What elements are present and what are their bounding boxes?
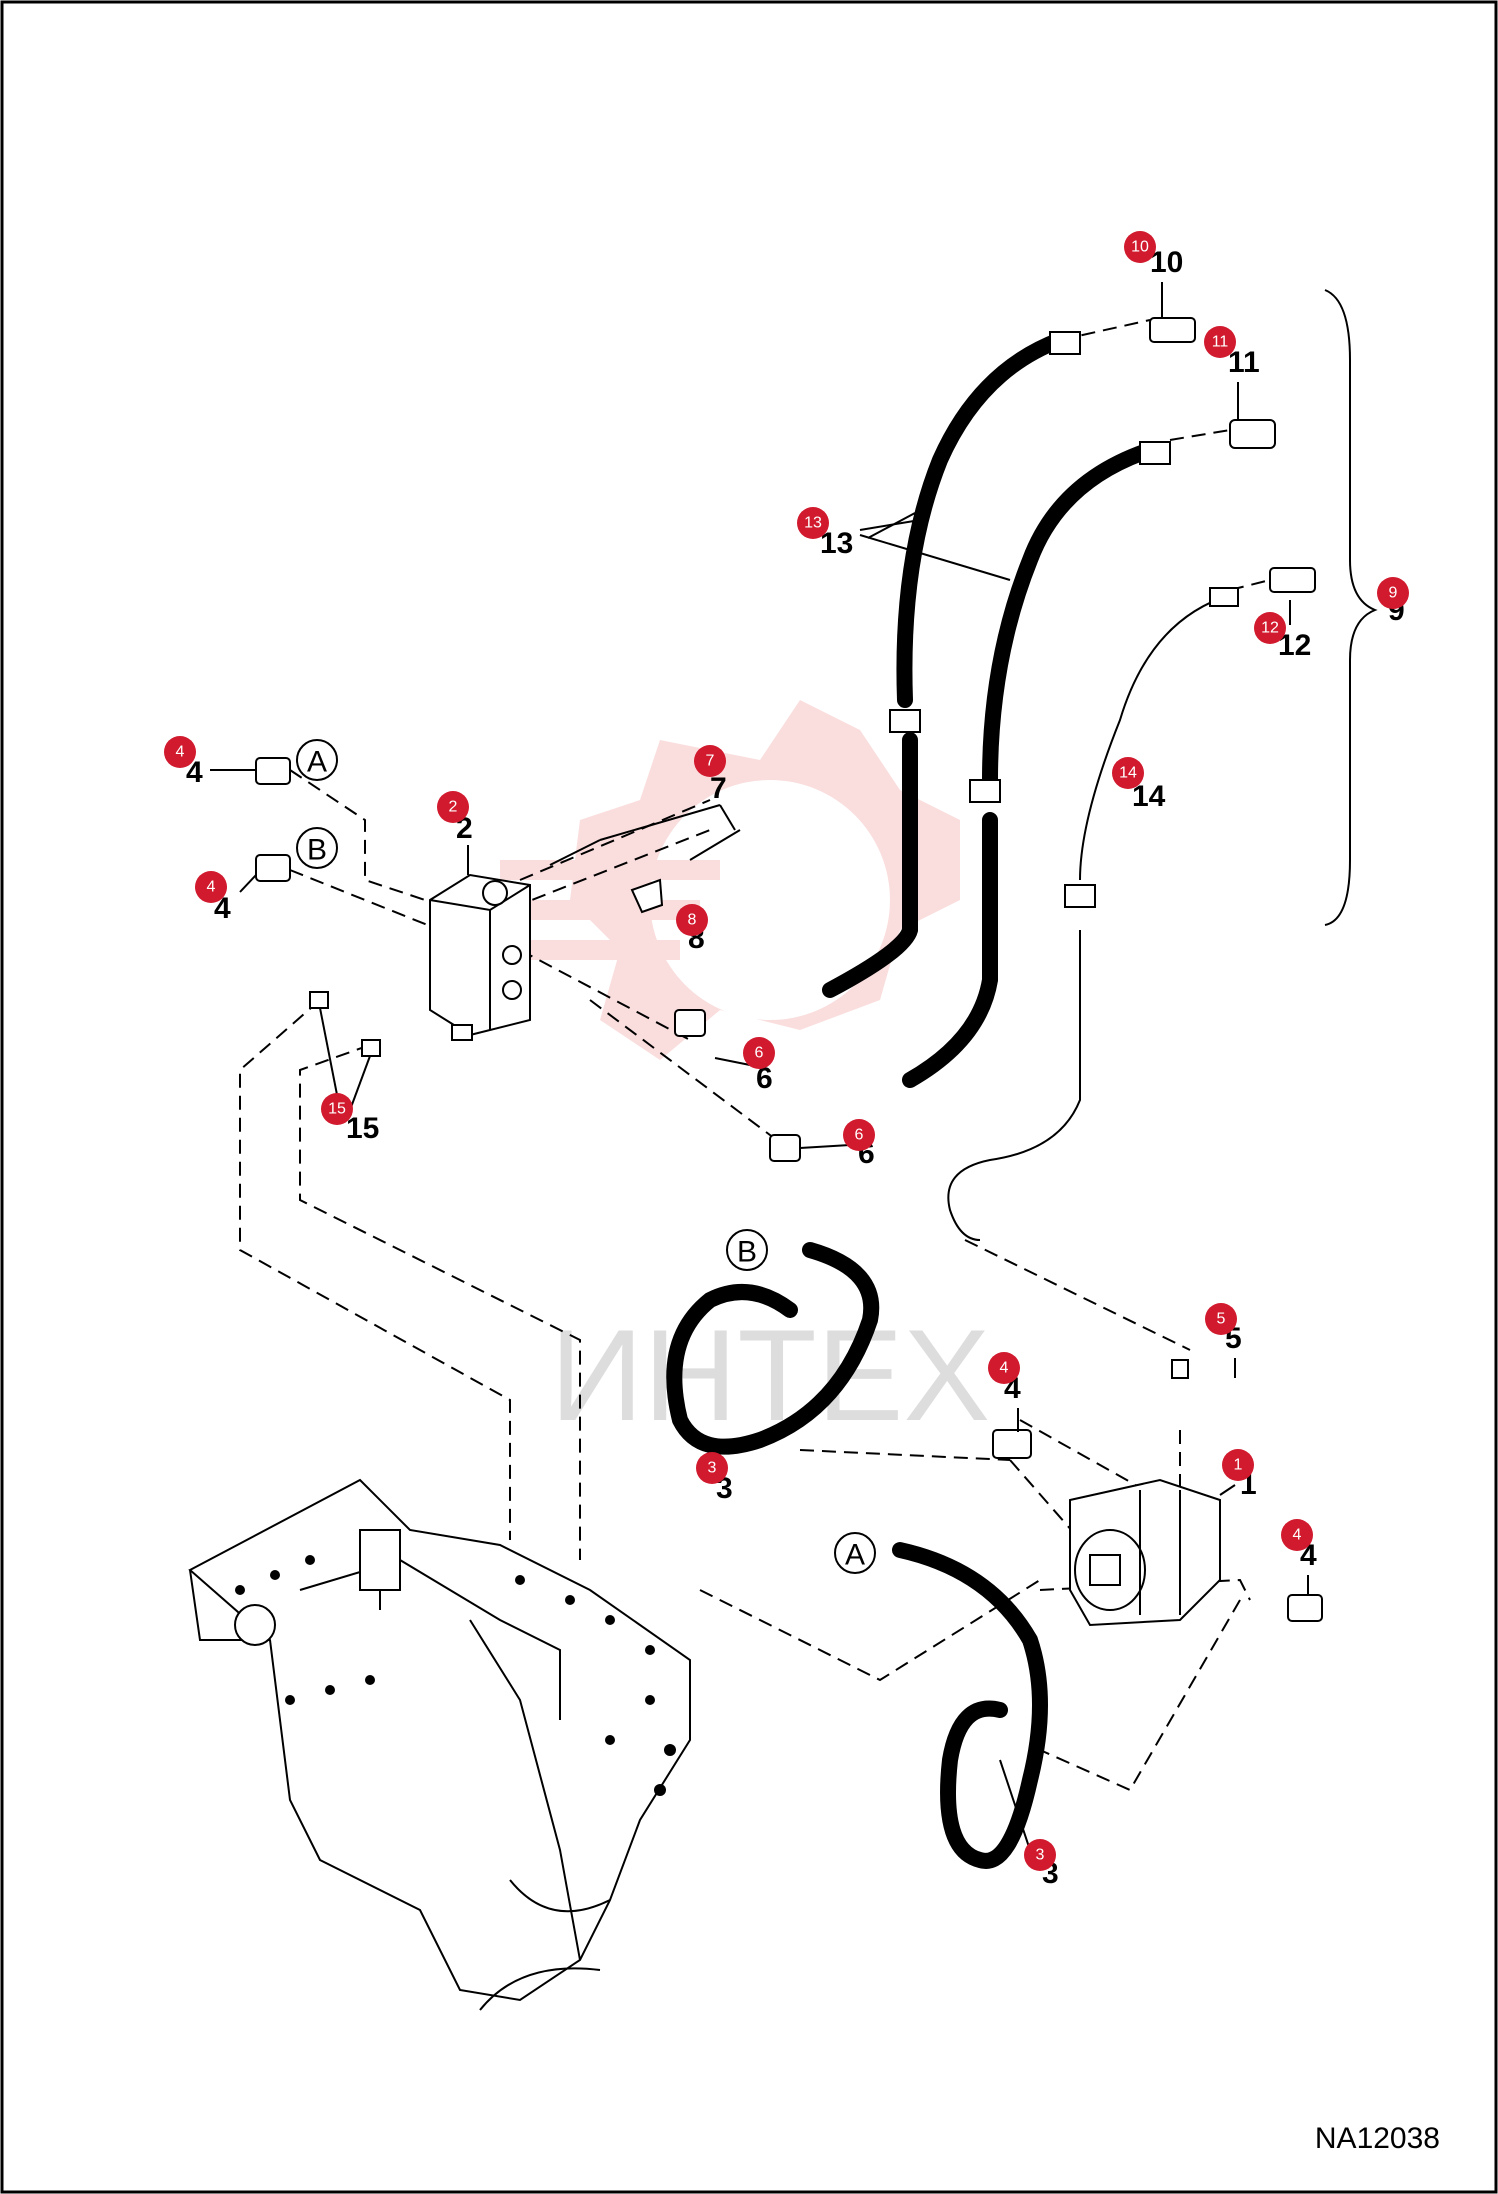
hose-end-12: [1209, 587, 1239, 607]
adapters: [255, 757, 1323, 1622]
watermark-logo: [500, 700, 960, 1060]
svg-text:4: 4: [176, 744, 185, 761]
hose-3-lower: [892, 1542, 1048, 1869]
svg-text:8: 8: [688, 912, 697, 929]
leader-lines: [210, 282, 1309, 1851]
svg-text:5: 5: [1217, 1311, 1226, 1328]
chassis-frame: [188, 1478, 691, 2011]
callout-5: 5: [1205, 1303, 1237, 1335]
pump: [1069, 1478, 1221, 1627]
part-label-15: 15: [346, 1112, 379, 1145]
callout-badges: 10 11 9 12 13 14 7 2 4 4 8 15 6 6 5 4 3 …: [164, 231, 1409, 1871]
svg-text:10: 10: [1131, 239, 1149, 256]
svg-text:11: 11: [1212, 334, 1229, 351]
svg-text:B: B: [307, 834, 327, 867]
fitting-10: [1149, 317, 1196, 343]
svg-text:3: 3: [1036, 1847, 1045, 1864]
svg-text:7: 7: [706, 753, 715, 770]
fitting-12: [1269, 567, 1316, 593]
fitting-5: [1171, 1359, 1189, 1379]
callout-8: 8: [676, 904, 708, 936]
hose-break-markers: [889, 709, 1096, 908]
callout-7: 7: [694, 745, 726, 777]
callout-4-c: 4: [988, 1352, 1020, 1384]
callout-15: 15: [321, 1093, 353, 1125]
svg-text:14: 14: [1119, 765, 1137, 782]
callout-14: 14: [1112, 757, 1144, 789]
svg-text:4: 4: [1293, 1527, 1302, 1544]
svg-text:A: A: [307, 746, 327, 779]
callout-3-a: 3: [696, 1452, 728, 1484]
svg-text:4: 4: [1000, 1360, 1009, 1377]
bolts: [549, 829, 741, 866]
ref-circle-a-hose: A: [834, 1532, 876, 1574]
part-label-7: 7: [710, 772, 727, 805]
svg-text:A: A: [845, 1539, 865, 1572]
svg-text:2: 2: [449, 799, 458, 816]
callout-2: 2: [437, 791, 469, 823]
callout-12: 12: [1254, 612, 1286, 644]
hose-14: [947, 594, 1231, 1241]
svg-text:6: 6: [755, 1045, 764, 1062]
svg-text:3: 3: [708, 1460, 717, 1477]
ref-circle-b-top: B: [296, 827, 338, 869]
group-bracket: [1324, 289, 1378, 926]
hose-end-11: [1139, 441, 1171, 465]
hose-3-upper: [666, 1242, 880, 1455]
hose-end-10: [1049, 331, 1081, 355]
callout-4-b: 4: [195, 871, 227, 903]
svg-text:9: 9: [1389, 585, 1398, 602]
hose-13a: [822, 332, 1068, 998]
callout-4-d: 4: [1281, 1519, 1313, 1551]
svg-text:13: 13: [804, 515, 822, 532]
svg-text:12: 12: [1261, 620, 1279, 637]
elbow-fittings: [674, 1009, 801, 1162]
svg-text:6: 6: [855, 1127, 864, 1144]
fitting-11: [1229, 419, 1276, 449]
ref-circle-a-top: A: [296, 739, 338, 781]
plugs: [309, 991, 381, 1057]
callout-1: 1: [1222, 1449, 1254, 1481]
callout-9: 9: [1377, 577, 1409, 609]
svg-text:1: 1: [1234, 1457, 1243, 1474]
hose-13b: [902, 442, 1158, 1088]
callout-13: 13: [797, 507, 829, 539]
part-label-10: 10: [1150, 246, 1183, 279]
callout-6-b: 6: [843, 1119, 875, 1151]
part-label-6a: 6: [756, 1062, 773, 1095]
callout-10: 10: [1124, 231, 1156, 263]
clamp: [630, 878, 664, 914]
part-label-11: 11: [1228, 346, 1260, 379]
callout-6-a: 6: [743, 1037, 775, 1069]
ref-circle-b-hose: B: [726, 1229, 768, 1271]
part-number-labels: 10 11 12 9 13 14 2 7 8 4 4 15 6 6 3 3 4 …: [186, 246, 1405, 1890]
callout-3-b: 3: [1024, 1839, 1056, 1871]
svg-text:4: 4: [207, 879, 216, 896]
watermark-text: ИНТЕХ: [550, 1302, 990, 1448]
valve-block: [429, 873, 531, 1041]
figure-id: NA12038: [1314, 2122, 1440, 2155]
svg-text:15: 15: [328, 1101, 346, 1118]
callout-4-a: 4: [164, 736, 196, 768]
svg-text:B: B: [737, 1236, 757, 1269]
callout-11: 11: [1204, 326, 1236, 358]
